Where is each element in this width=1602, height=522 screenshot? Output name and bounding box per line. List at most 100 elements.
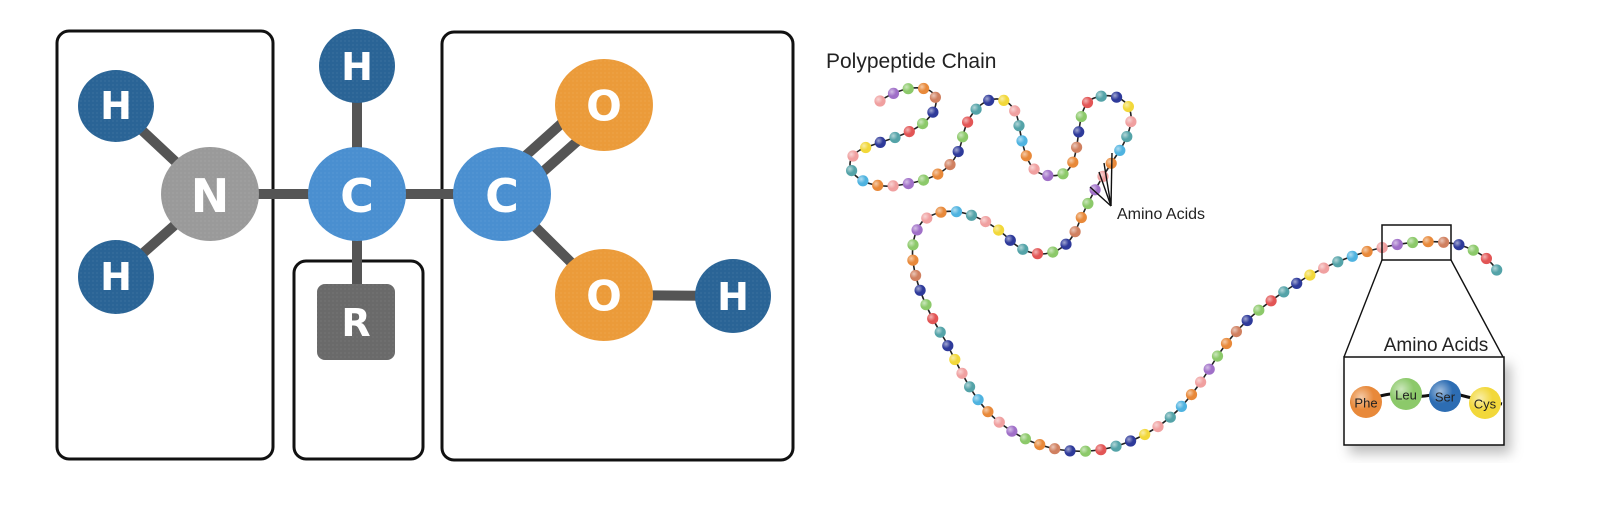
bead-shine xyxy=(887,87,900,99)
atom-label: C xyxy=(485,169,519,223)
bead-shine xyxy=(1073,126,1085,138)
bead-shine xyxy=(921,212,933,224)
bead-shine xyxy=(1095,444,1107,456)
bead-shine xyxy=(1075,111,1087,123)
atom-label: O xyxy=(586,82,622,131)
bead-shine xyxy=(1020,150,1032,162)
atom-h-amine-top: H xyxy=(78,70,154,142)
bead-shine xyxy=(917,174,930,186)
bead-shine xyxy=(1291,277,1303,289)
residue-label: Phe xyxy=(1354,396,1377,411)
inset-title: Amino Acids xyxy=(1384,335,1489,356)
bead-shine xyxy=(927,106,939,118)
inset-residue-cys: Cys xyxy=(1469,387,1501,419)
polypeptide-chain-diagram: Polypeptide Chain Amino Acids Amino Acid… xyxy=(826,50,1505,457)
amino-acid-structure: H H N H C R C xyxy=(55,29,795,462)
bead-shine xyxy=(889,131,901,144)
residue-shine xyxy=(1350,386,1382,418)
bead-shine xyxy=(957,131,969,143)
atom-label: N xyxy=(191,169,230,223)
bead-shine xyxy=(982,406,994,418)
bead-shine xyxy=(1031,248,1044,260)
atom-c-carboxyl: C xyxy=(453,147,551,241)
bead-shine xyxy=(1019,433,1031,445)
bead-shine xyxy=(934,326,946,338)
bead-shine xyxy=(1081,96,1094,109)
bead-shine xyxy=(1110,440,1122,452)
bead-shine xyxy=(965,209,978,221)
atom-label: O xyxy=(586,272,622,321)
bead-shine xyxy=(887,180,899,192)
residue-shine xyxy=(1390,378,1422,410)
atom-label: H xyxy=(100,255,132,299)
bead-shine xyxy=(920,299,932,311)
bead-shine xyxy=(1089,184,1101,196)
chain-title: Polypeptide Chain xyxy=(826,50,996,73)
atom-h-amine-bottom: H xyxy=(78,240,154,314)
bead-shine xyxy=(907,254,919,266)
atom-label: H xyxy=(341,45,373,89)
bead-shine xyxy=(1075,211,1087,224)
residue-label: Ser xyxy=(1435,390,1456,405)
amine-group-box xyxy=(55,29,275,461)
bead-shine xyxy=(1230,326,1242,338)
bead-shine xyxy=(1467,244,1479,256)
residue-label: Leu xyxy=(1395,388,1417,403)
bead-shine xyxy=(917,118,929,130)
bead-shine xyxy=(1361,245,1373,258)
atom-label: H xyxy=(100,84,132,128)
carboxyl-group-box xyxy=(440,30,795,462)
highlight-box xyxy=(1381,224,1452,261)
bead-shine xyxy=(1004,234,1016,246)
bead-shine xyxy=(907,239,919,251)
bead-shine xyxy=(1125,116,1137,128)
bead-shine xyxy=(1082,197,1094,210)
r-group: R xyxy=(317,284,395,360)
atom-c-alpha: C xyxy=(308,147,406,241)
bead-shine xyxy=(1346,250,1358,262)
bead-shine xyxy=(1067,156,1079,168)
amino-acids-pointer-label: Amino Acids xyxy=(1117,206,1205,223)
residue-shine xyxy=(1469,387,1501,419)
residue-label: Cys xyxy=(1474,397,1497,412)
atom-o-double: O xyxy=(555,59,653,151)
amino-acids-inset: Amino Acids Phe Leu Ser Cys xyxy=(1343,335,1505,446)
bead-shine xyxy=(903,126,915,138)
bead-shine xyxy=(857,175,869,187)
bead-shine xyxy=(1175,400,1187,412)
atom-o-single: O xyxy=(555,249,653,341)
bead-shine xyxy=(970,103,982,115)
bead-shine xyxy=(949,353,961,366)
bead-shine xyxy=(1220,337,1233,350)
bead-shine xyxy=(1049,443,1061,455)
bead-shine xyxy=(1304,269,1316,281)
bead-shine xyxy=(935,206,947,218)
bead-shine xyxy=(1491,264,1503,276)
bead-shine xyxy=(1095,90,1107,102)
bead-shine xyxy=(1121,131,1133,143)
inset-residue-ser: Ser xyxy=(1429,380,1461,412)
amino-acids-pointer xyxy=(1089,152,1113,207)
bead-shine xyxy=(993,224,1005,236)
bead-shine xyxy=(1407,236,1419,249)
bead-shine xyxy=(1139,428,1151,441)
bead-shine xyxy=(1253,304,1265,316)
bead-shine xyxy=(914,284,926,296)
inset-residue-leu: Leu xyxy=(1390,378,1422,410)
bead-shine xyxy=(942,340,954,352)
bead-shine xyxy=(932,168,944,180)
zoom-line-left xyxy=(1343,259,1383,358)
bead-shine xyxy=(962,116,974,128)
bead-shine xyxy=(1422,236,1434,248)
bead-shine xyxy=(1111,91,1123,103)
bead-shine xyxy=(1332,256,1344,268)
bead-shine xyxy=(1069,226,1081,238)
zoom-line-right xyxy=(1450,259,1504,358)
bead-shine xyxy=(1453,239,1465,251)
bead-shine xyxy=(910,269,922,282)
bead-shine xyxy=(1265,295,1277,307)
atom-label: C xyxy=(340,169,374,223)
bead-shine xyxy=(1028,163,1040,175)
bead-shine xyxy=(929,91,942,103)
bead-shine xyxy=(1017,243,1029,255)
